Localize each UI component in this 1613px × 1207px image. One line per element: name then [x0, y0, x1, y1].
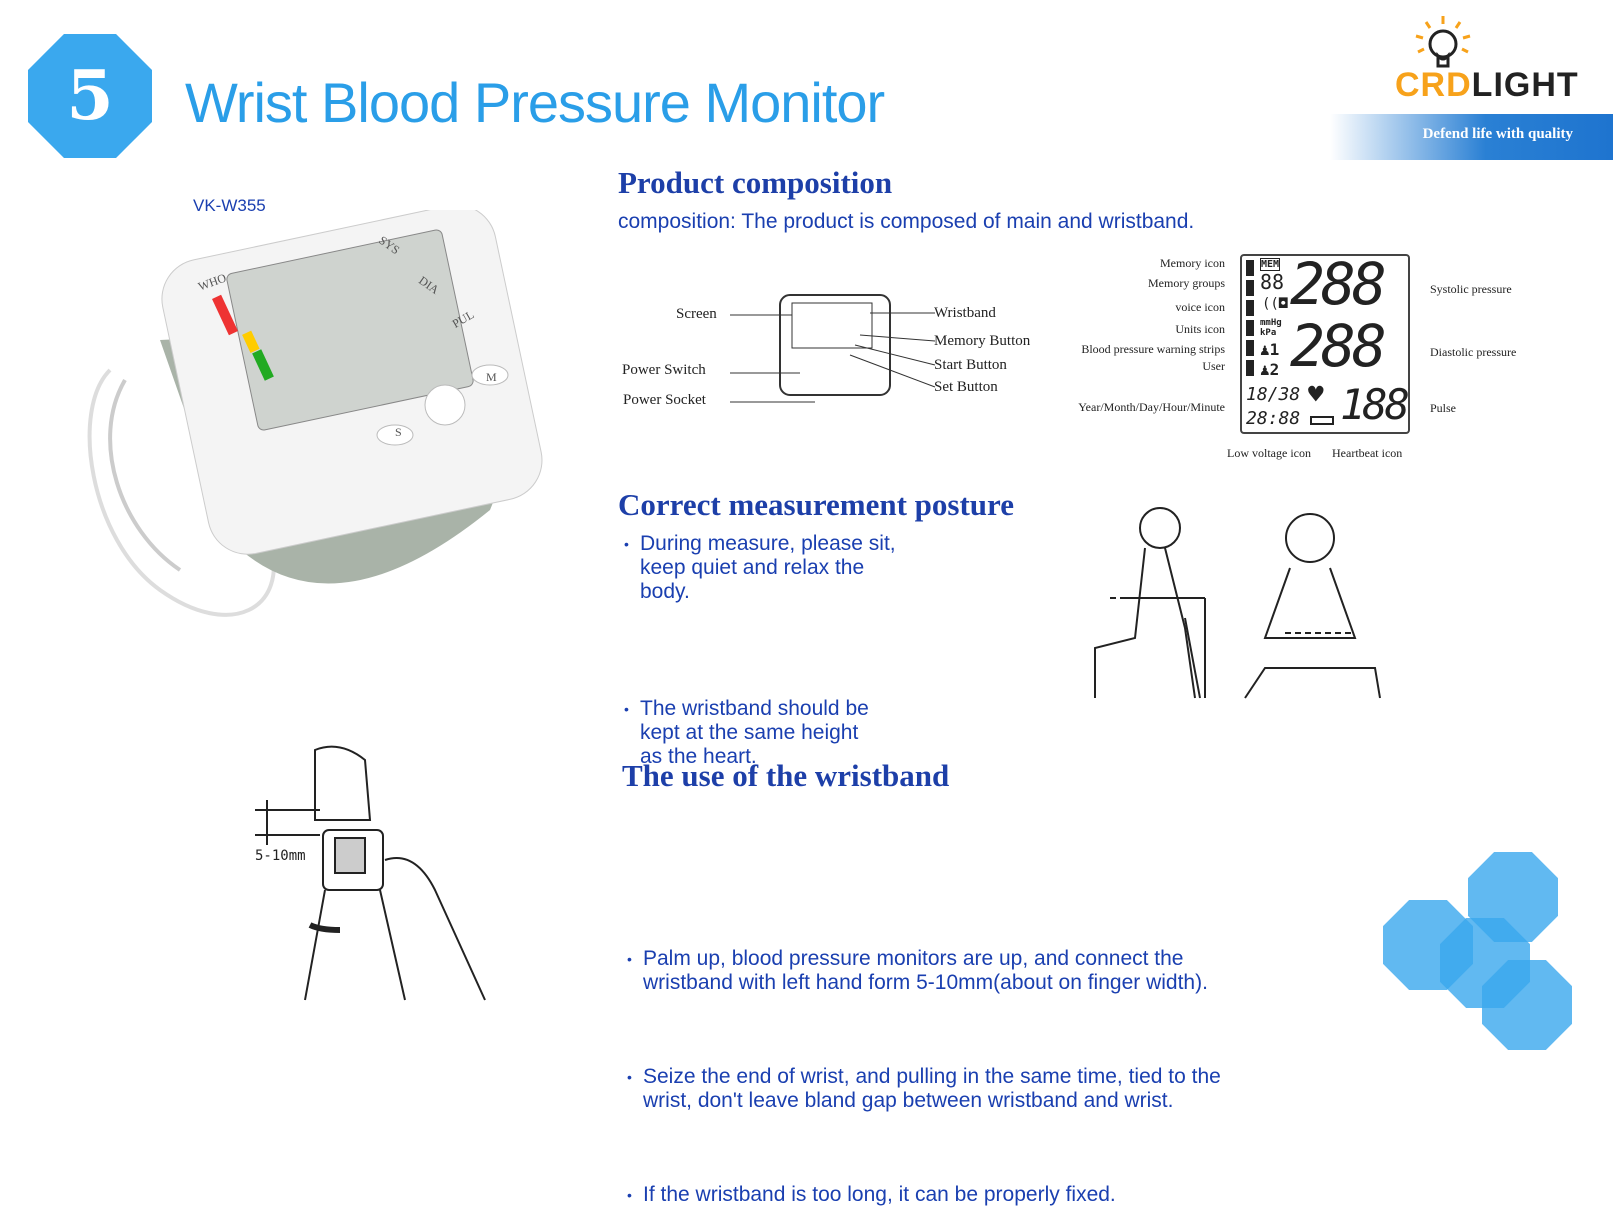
- slogan-band: Defend life with quality: [1330, 114, 1613, 160]
- measure-label: 5-10mm: [255, 848, 306, 864]
- step-number-badge: 5: [28, 34, 152, 158]
- label-set-button: Set Button: [934, 379, 998, 395]
- warning-strips: [1246, 260, 1254, 378]
- lcd-display-diagram: MEM 88 ((◘ mmHg kPa ♟1 ♟2 288 288 18/38 …: [1240, 250, 1410, 434]
- heartbeat-icon: ♥: [1308, 380, 1324, 410]
- device-label-m: M: [486, 370, 497, 384]
- wristband-illustration: [255, 740, 495, 1010]
- lcd-group: 88: [1260, 270, 1285, 294]
- slogan: Defend life with quality: [1422, 126, 1573, 142]
- lcd-label-systolic: Systolic pressure: [1430, 282, 1512, 296]
- wristband-bullet: Palm up, blood pressure monitors are up,…: [623, 947, 1223, 995]
- decorative-hexagon: [1482, 960, 1572, 1050]
- lcd-label-units-icon: Units icon: [1175, 322, 1225, 336]
- device-diagram: [730, 285, 940, 420]
- label-screen: Screen: [676, 306, 717, 322]
- posture-bullet: The wristband should be kept at the same…: [620, 697, 870, 769]
- lcd-label-user: User: [1202, 359, 1225, 373]
- low-voltage-icon: [1310, 416, 1334, 425]
- device-label-s: S: [395, 425, 402, 439]
- product-photo: [70, 204, 570, 675]
- composition-text: composition: The product is composed of …: [618, 210, 1195, 233]
- wristband-bullet: Seize the end of wrist, and pulling in t…: [623, 1065, 1223, 1113]
- lcd-label-voice-icon: voice icon: [1175, 300, 1225, 314]
- lcd-label-diastolic: Diastolic pressure: [1430, 345, 1517, 359]
- label-power-socket: Power Socket: [623, 392, 706, 408]
- lcd-pulse: 188: [1340, 380, 1410, 429]
- lcd-label-memory-groups: Memory groups: [1148, 276, 1225, 290]
- lcd-label-memory-icon: Memory icon: [1160, 256, 1225, 270]
- label-memory-button: Memory Button: [934, 333, 1031, 349]
- lcd-label-pulse: Pulse: [1430, 401, 1457, 415]
- composition-heading: Product composition: [618, 165, 893, 200]
- lcd-label-heartbeat: Heartbeat icon: [1332, 446, 1403, 460]
- posture-heading: Correct measurement posture: [618, 487, 1015, 522]
- voice-icon: ((◘: [1262, 296, 1288, 312]
- lcd-systolic: 288: [1290, 250, 1387, 318]
- label-start-button: Start Button: [934, 357, 1007, 373]
- page-title: Wrist Blood Pressure Monitor: [185, 71, 885, 134]
- wristband-heading: The use of the wristband: [622, 758, 950, 793]
- user1-icon: ♟1: [1260, 340, 1280, 359]
- label-wristband: Wristband: [934, 305, 996, 321]
- lcd-label-low-voltage: Low voltage icon: [1227, 446, 1311, 460]
- lcd-time: 28:88: [1246, 408, 1301, 429]
- wristband-bullet: If the wristband is too long, it can be …: [623, 1183, 1223, 1207]
- model-number: VK-W355: [193, 196, 266, 215]
- lightbulb-logo-icon: [1408, 14, 1478, 79]
- posture-bullet: During measure, please sit, keep quiet a…: [620, 532, 910, 604]
- lcd-label-warning-strips: Blood pressure warning strips: [1081, 342, 1225, 356]
- label-power-switch: Power Switch: [622, 362, 706, 378]
- posture-illustration: [1085, 498, 1385, 713]
- user2-icon: ♟2: [1260, 360, 1280, 379]
- brand-logo: CRDLIGHT: [1395, 66, 1579, 104]
- lcd-mem: MEM: [1260, 258, 1281, 271]
- lcd-diastolic: 288: [1290, 312, 1387, 380]
- lcd-label-date-time: Year/Month/Day/Hour/Minute: [1078, 400, 1225, 414]
- lcd-units: mmHg kPa: [1260, 318, 1282, 338]
- lcd-date: 18/38: [1246, 384, 1301, 405]
